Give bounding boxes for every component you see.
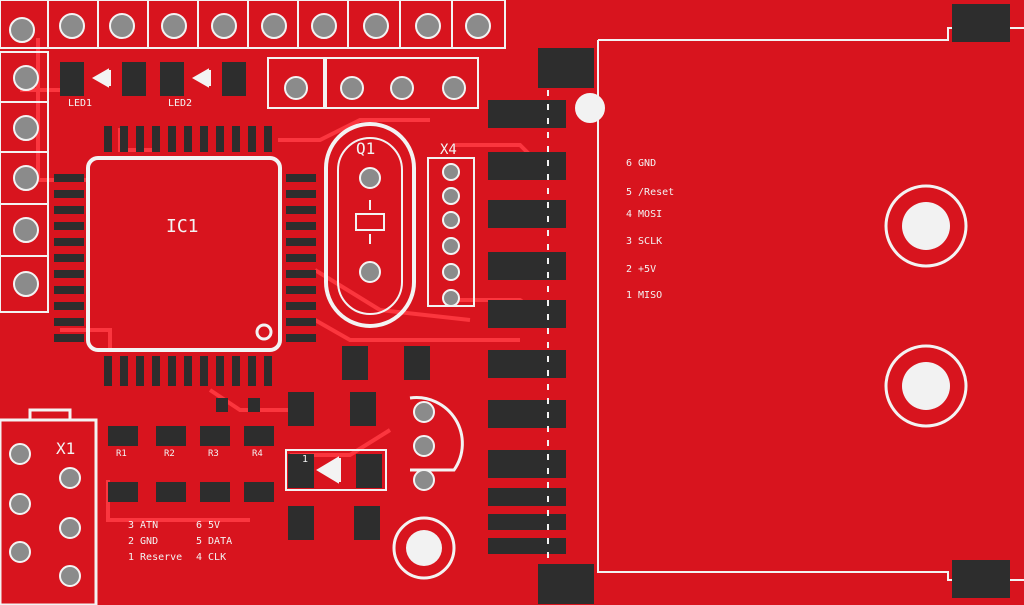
- resistor-label: R3: [208, 449, 219, 459]
- center-components: 1: [285, 346, 464, 540]
- x1-pin-label: 2 GND: [128, 536, 158, 547]
- x1-pin-label: 6 5V: [196, 520, 220, 531]
- header-pin-label: 6 GND: [626, 158, 656, 169]
- ic1-bottom-pins: [104, 356, 272, 386]
- led1-label: LED1: [68, 98, 92, 109]
- x1-connector: X1: [0, 408, 98, 605]
- header-pin-labels: 6 GND 5 /Reset 4 MOSI 3 SCLK 2 +5V 1 MIS…: [626, 158, 674, 301]
- ic1-left-pins: [54, 174, 84, 342]
- x1-pin-label: 5 DATA: [196, 536, 232, 547]
- x1-pin-label: 1 Reserve: [128, 552, 182, 563]
- edge-fingers: [488, 100, 566, 554]
- top-header: [0, 0, 506, 49]
- x1-pin-labels: 3 ATN 2 GND 1 Reserve 6 5V 5 DATA 4 CLK: [128, 520, 232, 563]
- header-pin-label: 4 MOSI: [626, 209, 662, 220]
- x1-pin-label: 3 ATN: [128, 520, 158, 531]
- x1-pin-label: 4 CLK: [196, 552, 226, 563]
- jumper-headers: [267, 57, 479, 109]
- resistor-label: R4: [252, 449, 263, 459]
- ic1-top-pins: [104, 126, 272, 152]
- x1-label: X1: [56, 439, 75, 458]
- leds: LED1 LED2: [60, 62, 246, 109]
- header-pin-label: 5 /Reset: [626, 187, 674, 198]
- led2-label: LED2: [168, 98, 192, 109]
- resistor-pads: [108, 398, 274, 502]
- resistor-label: R2: [164, 449, 175, 459]
- ic1-right-pins: [286, 174, 316, 342]
- header-pin-label: 2 +5V: [626, 264, 656, 275]
- ic1-chip: IC1: [54, 126, 316, 386]
- x4-header: X4: [427, 142, 475, 307]
- edge-connector: [392, 4, 1024, 604]
- x4-label: X4: [440, 142, 457, 158]
- left-header: [0, 51, 49, 313]
- header-pin-label: 1 MISO: [626, 290, 662, 301]
- header-pin-label: 3 SCLK: [626, 236, 662, 247]
- resistor-label: R1: [116, 449, 127, 459]
- q1-crystal: Q1: [324, 122, 416, 328]
- q1-label: Q1: [356, 139, 375, 158]
- ic1-label: IC1: [166, 216, 199, 237]
- d1-label: 1: [302, 454, 308, 465]
- resistor-labels: R1 R2 R3 R4: [116, 449, 263, 459]
